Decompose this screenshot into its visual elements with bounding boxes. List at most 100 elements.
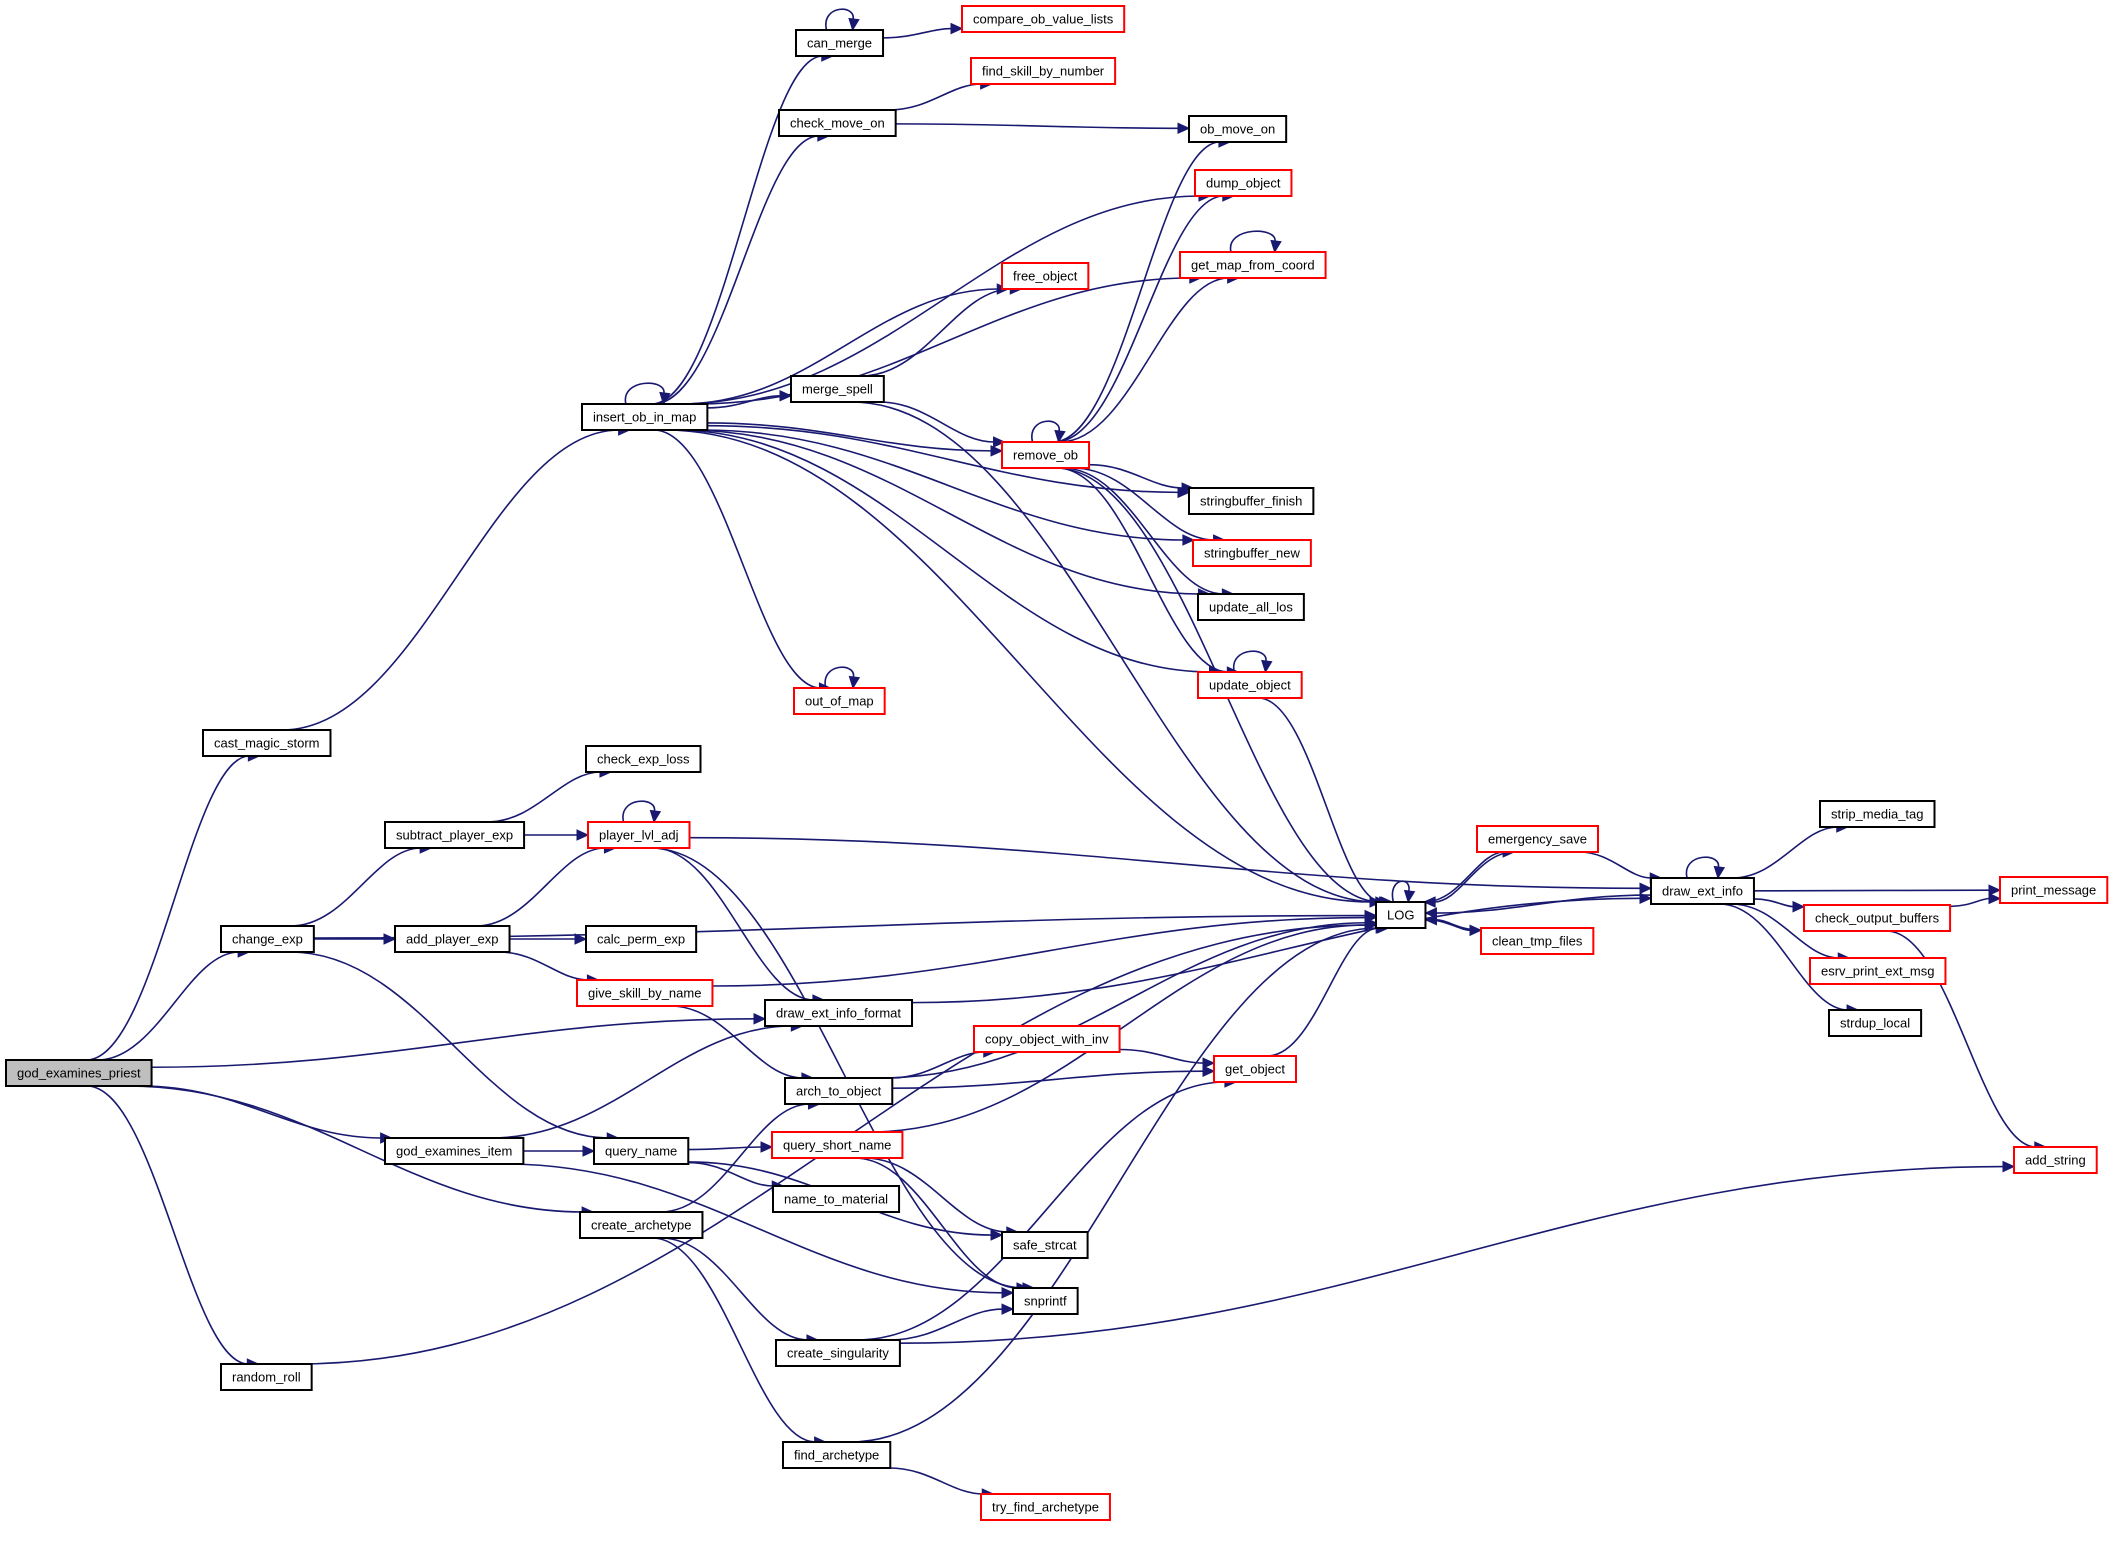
edge-line xyxy=(1424,851,1505,903)
edge-remove-ob-to-remove-ob xyxy=(1031,420,1066,444)
edge-create-singularity-to-add-string xyxy=(899,1160,2016,1344)
edge-cast-magic-storm-to-insert-ob-in-map xyxy=(281,424,631,731)
node-try-find-archetype[interactable]: try_find_archetype xyxy=(980,1493,1111,1521)
node-box xyxy=(772,1185,901,1213)
node-box xyxy=(1001,1231,1089,1259)
edge-arrowhead xyxy=(760,1141,774,1153)
node-compare-ob-value-lists[interactable]: compare_ob_value_lists xyxy=(961,5,1126,33)
edge-line xyxy=(290,951,609,1139)
edge-insert-ob-in-map-to-can-merge xyxy=(651,50,834,405)
edge-line xyxy=(888,1467,984,1495)
edge-remove-ob-to-get-map-from-coord xyxy=(1059,272,1240,443)
edge-line xyxy=(505,1163,1004,1294)
node-dump-object[interactable]: dump_object xyxy=(1194,169,1293,197)
edge-draw-ext-info-to-check-output-buffers xyxy=(1753,898,1806,913)
edge-line xyxy=(861,288,1012,377)
edge-line xyxy=(1072,467,1215,541)
node-box xyxy=(593,1137,690,1165)
edge-draw-ext-info-to-print-message xyxy=(1753,884,2002,896)
edge-line xyxy=(622,800,656,823)
edge-line xyxy=(1719,903,1849,1011)
node-box xyxy=(771,1131,904,1159)
edge-give-skill-by-name-to-LOG xyxy=(712,911,1378,987)
node-snprintf: snprintf xyxy=(1012,1287,1079,1315)
edge-arrowhead xyxy=(779,389,793,402)
node-box xyxy=(790,375,885,403)
edge-arrowhead xyxy=(1054,429,1066,444)
node-box xyxy=(2013,1146,2098,1174)
node-box xyxy=(1179,251,1327,279)
edge-arrowhead xyxy=(848,675,861,690)
edge-line xyxy=(686,429,1200,595)
edge-arrowhead xyxy=(990,445,1004,457)
node-box xyxy=(384,821,526,849)
node-label: print_message xyxy=(2011,883,2096,898)
node-free-object[interactable]: free_object xyxy=(1001,262,1090,290)
node-out-of-map[interactable]: out_of_map xyxy=(793,687,886,715)
node-update-object[interactable]: update_object xyxy=(1197,671,1303,699)
node-label: random_roll xyxy=(232,1370,301,1385)
edge-arrowhead xyxy=(1988,892,2002,905)
node-change-exp: change_exp xyxy=(220,925,315,953)
node-get-object[interactable]: get_object xyxy=(1213,1055,1297,1083)
edge-line xyxy=(1731,826,1838,879)
node-give-skill-by-name[interactable]: give_skill_by_name xyxy=(576,979,714,1007)
node-cast-magic-storm: cast_magic_storm xyxy=(202,729,332,757)
node-label: query_short_name xyxy=(783,1138,891,1153)
node-label: esrv_print_ext_msg xyxy=(1821,964,1934,979)
node-label: strip_media_tag xyxy=(1831,807,1924,822)
edge-line xyxy=(707,422,993,452)
node-clean-tmp-files[interactable]: clean_tmp_files xyxy=(1480,927,1595,955)
edge-draw-ext-info-to-draw-ext-info xyxy=(1685,856,1726,880)
node-get-map-from-coord[interactable]: get_map_from_coord xyxy=(1179,251,1327,279)
edge-arrowhead xyxy=(582,1145,596,1157)
node-calc-perm-exp: calc_perm_exp xyxy=(585,925,698,953)
edge-change-exp-to-query-name xyxy=(290,951,620,1144)
node-find-skill-by-number[interactable]: find_skill_by_number xyxy=(970,57,1117,85)
node-box xyxy=(1213,1055,1297,1083)
node-box xyxy=(778,109,897,137)
node-insert-ob-in-map: insert_ob_in_map xyxy=(581,403,709,431)
node-find-archetype: find_archetype xyxy=(782,1441,892,1469)
edge-line xyxy=(1434,851,1515,903)
edge-line xyxy=(825,8,854,31)
node-subtract-player-exp: subtract_player_exp xyxy=(384,821,526,849)
node-label: god_examines_item xyxy=(396,1144,512,1159)
edge-arrowhead xyxy=(1177,122,1191,135)
edge-line xyxy=(850,927,1378,1443)
node-stringbuffer-new[interactable]: stringbuffer_new xyxy=(1192,539,1312,567)
node-box xyxy=(793,687,886,715)
edge-line xyxy=(651,55,823,405)
edge-arrowhead xyxy=(1202,1057,1216,1069)
node-box xyxy=(764,999,914,1027)
edge-remove-ob-to-stringbuffer-finish xyxy=(1089,463,1195,494)
node-add-string[interactable]: add_string xyxy=(2013,1146,2098,1174)
node-label: compare_ob_value_lists xyxy=(973,12,1114,27)
edges-layer xyxy=(86,8,2047,1500)
edge-line xyxy=(1053,141,1220,443)
node-box xyxy=(1650,877,1755,905)
node-box xyxy=(581,403,709,431)
node-print-message[interactable]: print_message xyxy=(1999,876,2109,904)
edge-line xyxy=(889,1308,1004,1341)
edge-insert-ob-in-map-to-merge-spell xyxy=(707,389,793,409)
node-label: stringbuffer_finish xyxy=(1200,494,1302,509)
node-check-output-buffers[interactable]: check_output_buffers xyxy=(1803,904,1952,932)
node-query-short-name[interactable]: query_short_name xyxy=(771,1131,904,1159)
node-label: change_exp xyxy=(232,932,303,947)
edge-arrowhead xyxy=(1424,907,1437,919)
node-box xyxy=(576,979,714,1007)
node-copy-object-with-inv[interactable]: copy_object_with_inv xyxy=(973,1025,1121,1053)
edge-line xyxy=(1119,1048,1205,1064)
node-emergency-save[interactable]: emergency_save xyxy=(1476,825,1599,853)
node-god-examines-item: god_examines_item xyxy=(384,1137,525,1165)
node-remove-ob[interactable]: remove_ob xyxy=(1001,441,1091,469)
edge-arrowhead xyxy=(1713,865,1726,880)
edge-insert-ob-in-map-to-remove-ob xyxy=(707,422,1004,457)
edge-arrowhead xyxy=(383,933,397,945)
node-esrv-print-ext-msg[interactable]: esrv_print_ext_msg xyxy=(1809,957,1947,985)
node-label: snprintf xyxy=(1024,1294,1067,1309)
edge-line xyxy=(674,429,1211,673)
node-player-lvl-adj[interactable]: player_lvl_adj xyxy=(587,821,691,849)
